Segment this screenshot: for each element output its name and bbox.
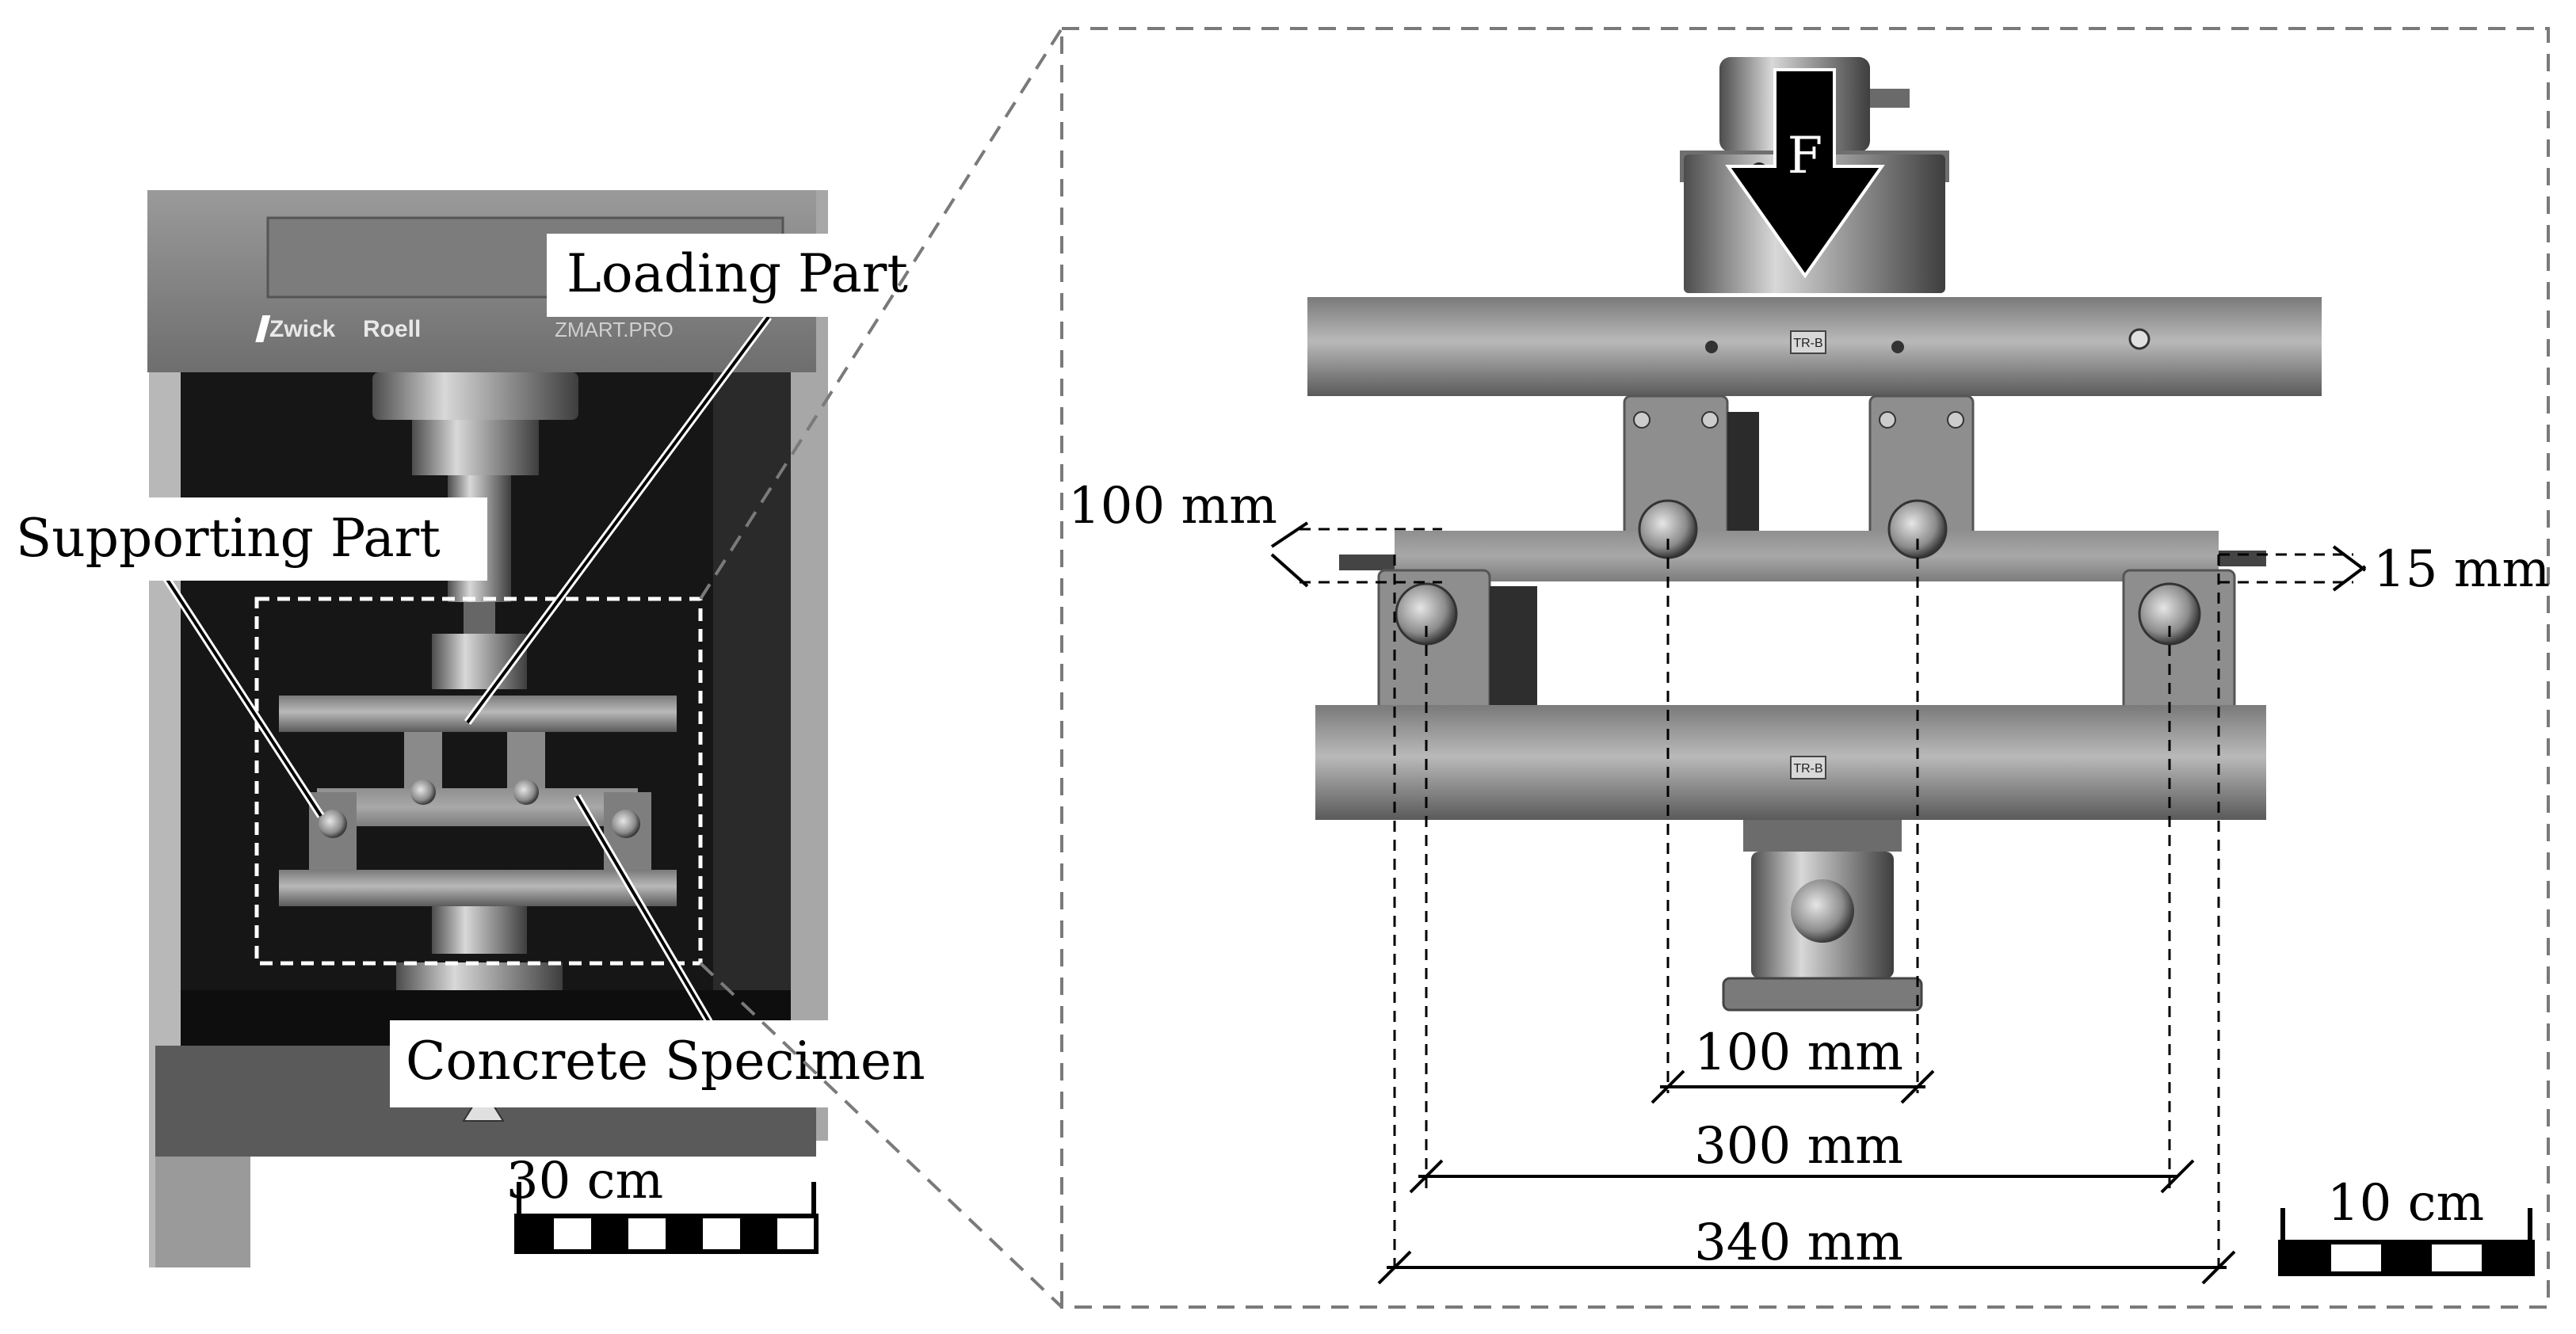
zoom-connector-bottom [699, 962, 1063, 1309]
callout-loading-label: Loading Part [567, 243, 908, 304]
dimension-lines [1270, 521, 2367, 1285]
scale-bar-right: 10 cm [2278, 1174, 2535, 1276]
leader-loading [466, 315, 770, 724]
rod-joint [464, 602, 495, 634]
support-roller-right-detail [2138, 582, 2201, 646]
machine-brand-left: Zwick [269, 316, 336, 342]
machine-brand-right: Roell [363, 316, 421, 342]
callout-supporting-label: Supporting Part [16, 508, 441, 569]
upper-beam-tag-text: TR-B [1793, 337, 1822, 350]
zoom-connectors [699, 27, 1063, 1309]
callout-supporting-box [0, 497, 487, 581]
upper-crosshead [372, 372, 578, 420]
piston-knob [1870, 89, 1910, 108]
callout-loading-box [547, 234, 935, 317]
machine-chamber-side [713, 372, 791, 990]
support-roller-left [319, 810, 347, 838]
upper-adapter [412, 420, 539, 475]
dimension-projections [1299, 528, 2353, 1275]
dimension-labels: 100 mm 15 mm 100 mm 300 mm 340 mm [1068, 477, 2550, 1272]
lower-beam-tag [1790, 756, 1826, 779]
force-label: F [1788, 127, 1822, 185]
callout-labels: Loading Part Supporting Part Concrete Sp… [0, 234, 954, 1107]
callout-specimen-box [390, 1020, 954, 1107]
leader-supporting [165, 577, 322, 818]
dim-total-length-label: 340 mm [1694, 1214, 1903, 1272]
support-roller-left-detail [1395, 582, 1458, 646]
machine-leg [155, 1157, 250, 1267]
dim-overhang-label: 15 mm [2373, 540, 2550, 599]
force-arrow-icon [1725, 68, 1885, 279]
dim-load-span-label: 100 mm [1694, 1023, 1903, 1082]
force-arrow: F [1725, 68, 1885, 279]
lower-beam-tag-text: TR-B [1793, 762, 1822, 776]
lower-base-plate [1722, 977, 1923, 1012]
support-beam [279, 870, 677, 906]
loading-roller-right [513, 779, 539, 805]
upper-beam-tag [1790, 330, 1826, 354]
callout-specimen-label: Concrete Specimen [406, 1031, 925, 1092]
concrete-specimen [1395, 531, 2219, 581]
scale-bar-right-label: 10 cm [2327, 1174, 2484, 1233]
lower-adapter [432, 906, 527, 954]
callout-leaders [162, 314, 773, 1024]
machine-photo: Zwick Roell ZMART.PRO [147, 190, 828, 1267]
leader-specimen [575, 795, 711, 1023]
dim-support-span-label: 300 mm [1694, 1117, 1903, 1176]
machine-model: ZMART.PRO [555, 318, 674, 341]
dim-depth-label: 100 mm [1068, 477, 1277, 536]
support-roller-right [612, 810, 640, 838]
machine-brand-slash [255, 315, 271, 342]
scale-bar-left-label: 30 cm [506, 1152, 663, 1210]
detail-region-box [254, 596, 703, 966]
lower-collar [1743, 820, 1902, 852]
scale-bar-left: 30 cm [506, 1152, 819, 1254]
loading-roller-left [410, 779, 436, 805]
